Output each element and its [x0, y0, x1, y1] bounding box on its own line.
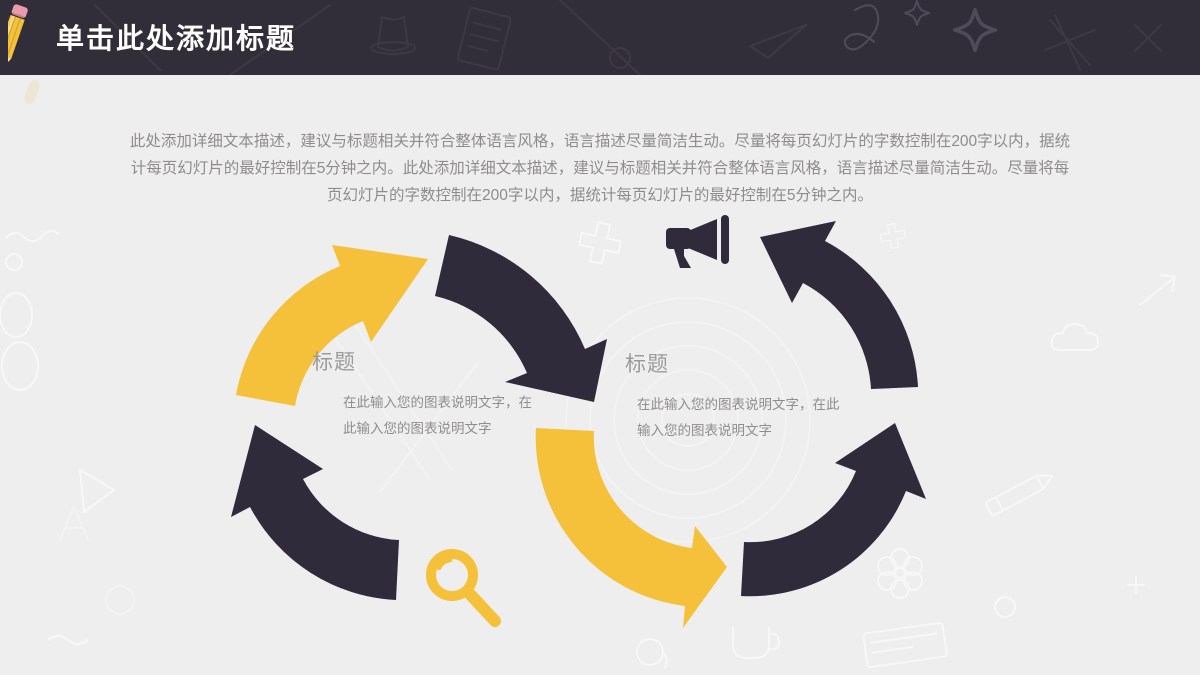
- cycle2-arrow-yellow: [535, 428, 727, 628]
- top-hat-doodle: [370, 16, 416, 55]
- cycle-2-title: 标题: [625, 353, 669, 376]
- magnifier-icon: [426, 549, 501, 627]
- cycle-1-title: 标题: [312, 351, 356, 374]
- cycle2-arrow-dark-top: [760, 221, 918, 389]
- sparkle-icon: [904, 0, 930, 26]
- stroke-doodle: [94, 4, 161, 71]
- header-doodles: [94, 0, 1162, 75]
- cycle-1-desc: 在此输入您的图表说明文字，在此输入您的图表说明文字: [343, 395, 532, 436]
- scribble-doodle: [1044, 14, 1096, 71]
- intro-text: 此处添加详细文本描述，建议与标题相关并符合整体语言风格，语言描述尽量简洁生动。尽…: [129, 133, 1071, 204]
- stroke-doodle: [229, 4, 331, 75]
- cross-doodle: [1134, 24, 1162, 52]
- circle-doodle: [609, 47, 631, 69]
- cycle-2-desc: 在此输入您的图表说明文字，在此输入您的图表说明文字: [637, 397, 840, 438]
- card-doodle: [457, 7, 512, 71]
- cycle2-arrow-dark-bottom: [741, 423, 926, 597]
- slide-header: 单击此处添加标题: [0, 0, 1200, 75]
- cycle1-arrow-dark-bottom: [231, 425, 399, 600]
- megaphone-icon: [666, 215, 729, 268]
- stroke-doodle: [559, 0, 641, 75]
- paper-plane-doodle: [749, 24, 807, 59]
- cycle1-arrow-dark-top: [435, 235, 607, 402]
- cycle-2-callout: 标题 在此输入您的图表说明文字，在此输入您的图表说明文字: [625, 348, 855, 444]
- cycle1-arrow-yellow: [236, 245, 428, 406]
- cycle-1-callout: 标题 在此输入您的图表说明文字，在此输入您的图表说明文字: [312, 346, 532, 442]
- sparkle-icon: [952, 7, 998, 53]
- pencil-icon: [8, 4, 28, 73]
- slide-title: 单击此处添加标题: [56, 23, 297, 54]
- swirl-doodle: [843, 4, 880, 51]
